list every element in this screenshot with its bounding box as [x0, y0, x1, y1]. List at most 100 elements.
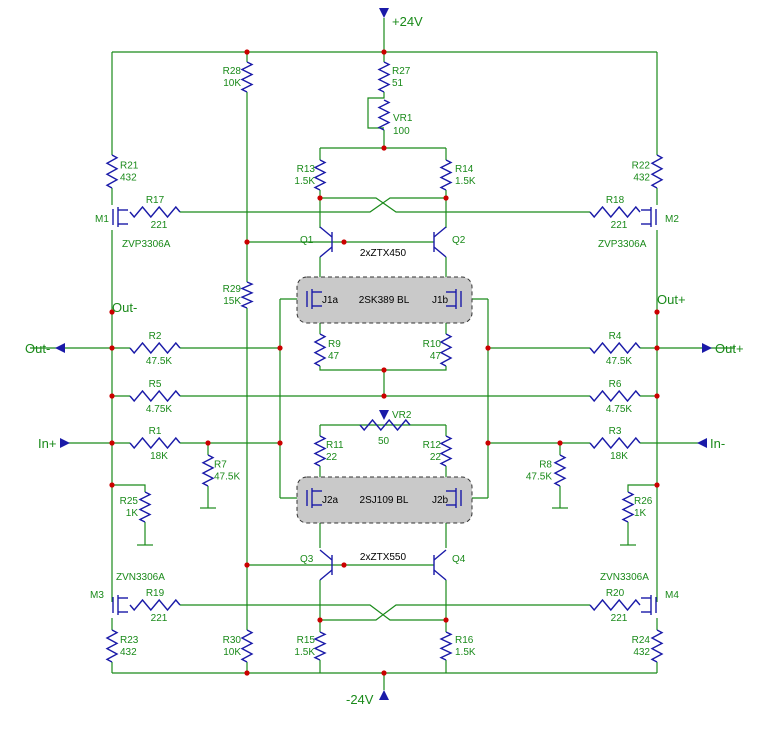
R8-resistor: [553, 454, 567, 487]
junction-dot: [244, 239, 250, 245]
jfet-package-top: [296, 276, 473, 324]
neg-rail-arrow: [379, 690, 389, 700]
R14-resistor-value: 1.5K: [455, 176, 476, 187]
package-jfet-top-label: 2SK389 BL: [359, 295, 410, 306]
junction-dot: [557, 440, 563, 446]
Q3-ref: Q3: [300, 554, 314, 565]
R3-resistor-ref: R3: [609, 426, 622, 437]
R13-resistor-value: 1.5K: [294, 176, 315, 187]
R5-resistor: [129, 389, 181, 403]
VR1-value: 100: [393, 126, 410, 137]
R11-resistor-ref: R11: [326, 440, 344, 451]
R22-resistor: [650, 154, 664, 189]
junction-dot: [341, 239, 347, 245]
R4-resistor-value: 47.5K: [606, 356, 632, 367]
R29-resistor-value: 15K: [223, 296, 241, 307]
R16-resistor: [439, 631, 453, 661]
R1-resistor: [129, 436, 181, 450]
R13-resistor: [313, 159, 327, 191]
wire: [320, 604, 590, 621]
junction-dot: [109, 393, 115, 399]
Q4-emitter: [433, 569, 447, 581]
R1-resistor-ref: R1: [149, 426, 162, 437]
R28-resistor: [240, 61, 254, 93]
R30-resistor-value: 10K: [223, 647, 241, 658]
R25-resistor: [138, 491, 152, 523]
VR2-ref: VR2: [392, 410, 412, 421]
R16-resistor-ref: R16: [455, 635, 474, 646]
Q4-ref: Q4: [452, 554, 466, 565]
R27-resistor-ref: R27: [392, 66, 411, 77]
junction-dot: [654, 309, 660, 315]
R2-resistor-value: 47.5K: [146, 356, 172, 367]
junction-dot: [654, 482, 660, 488]
R2-resistor-ref: R2: [149, 331, 162, 342]
junction-dot: [381, 367, 387, 373]
out-plus-arrow: [702, 343, 712, 353]
R11-resistor: [313, 435, 327, 467]
R9-resistor: [313, 333, 327, 367]
R26-resistor-value: 1K: [634, 508, 647, 519]
pos-rail-label: +24V: [392, 14, 423, 29]
R7-resistor-ref: R7: [214, 460, 227, 471]
R9-resistor-ref: R9: [328, 339, 341, 350]
Q2-emitter: [433, 246, 447, 258]
R10-resistor: [439, 333, 453, 367]
R10-resistor-ref: R10: [423, 339, 442, 350]
neg-rail-label: -24V: [346, 692, 374, 707]
R19-resistor-ref: R19: [146, 588, 165, 599]
junction-dot: [277, 440, 283, 446]
R18-resistor-ref: R18: [606, 195, 625, 206]
R28-resistor-ref: R28: [223, 66, 242, 77]
M3-ref: M3: [90, 590, 104, 601]
R27-resistor-value: 51: [392, 78, 404, 89]
M2-ref: M2: [665, 214, 679, 225]
M3-value: ZVN3306A: [116, 572, 165, 583]
R26-resistor-ref: R26: [634, 496, 653, 507]
M1-value: ZVP3306A: [122, 239, 171, 250]
junction-dot: [244, 49, 250, 55]
R21-resistor-ref: R21: [120, 161, 139, 172]
Q2-collector: [433, 226, 447, 238]
in-minus-label: In-: [710, 436, 725, 451]
Q3-collector: [319, 549, 333, 561]
R27-resistor: [377, 61, 391, 93]
R6-resistor-ref: R6: [609, 379, 622, 390]
R13-resistor-ref: R13: [297, 164, 316, 175]
R15-resistor: [313, 631, 327, 661]
package-bottom-label: 2xZTX550: [360, 552, 407, 563]
R5-resistor-value: 4.75K: [146, 404, 172, 415]
R18-resistor-value: 221: [611, 220, 628, 231]
junction-dot: [109, 345, 115, 351]
Q3-emitter: [319, 569, 333, 581]
R12-resistor: [439, 435, 453, 467]
junction-dot: [317, 617, 323, 623]
R23-resistor-value: 432: [120, 647, 137, 658]
VR2-wiper: [379, 410, 389, 420]
junction-dot: [341, 562, 347, 568]
wire: [367, 92, 385, 129]
R4-resistor-ref: R4: [609, 331, 622, 342]
package-top-label: 2xZTX450: [360, 248, 407, 259]
jfet-package-bottom: [296, 476, 473, 524]
VR1-ref: VR1: [393, 113, 413, 124]
R19-resistor: [129, 598, 181, 612]
junction-dot: [317, 195, 323, 201]
M4-ref: M4: [665, 590, 679, 601]
R17-resistor-value: 221: [151, 220, 168, 231]
junction-dot: [109, 482, 115, 488]
out-minus-arrow: [55, 343, 65, 353]
out-plus-label: Out+: [715, 341, 744, 356]
R17-resistor: [129, 205, 181, 219]
R6-resistor: [589, 389, 641, 403]
components: [55, 8, 712, 700]
R21-resistor-value: 432: [120, 173, 137, 184]
in-minus-arrow: [697, 438, 707, 448]
R6-resistor-value: 4.75K: [606, 404, 632, 415]
R8-resistor-value: 47.5K: [526, 472, 552, 483]
R12-resistor-value: 22: [430, 452, 442, 463]
R29-resistor-ref: R29: [223, 284, 242, 295]
junction-dot: [244, 562, 250, 568]
